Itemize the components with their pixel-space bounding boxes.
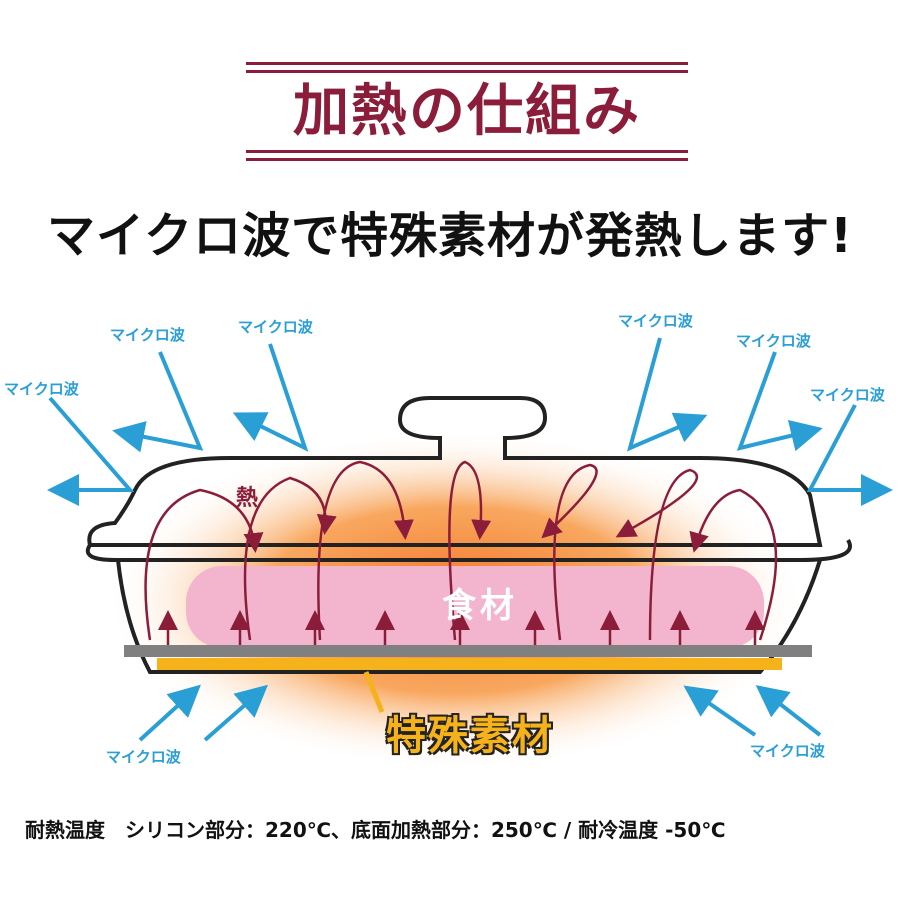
pan-body xyxy=(116,559,822,674)
pan-rim xyxy=(85,538,852,562)
temperature-note: 耐熱温度 シリコン部分：220℃、底面加熱部分：250℃ / 耐冷温度 -50℃ xyxy=(25,818,726,842)
title-rule-top-2 xyxy=(246,70,688,73)
base-plate xyxy=(124,645,812,657)
material-pointer xyxy=(363,671,385,713)
title-rule-bottom-1 xyxy=(246,150,688,153)
upward-heat-arrows xyxy=(158,610,765,645)
microwave-label: マイクロ波 xyxy=(750,742,825,760)
microwave-label: マイクロ波 xyxy=(618,312,693,330)
special-material-strip xyxy=(157,658,782,670)
headline: マイクロ波で特殊素材が発熱します! xyxy=(47,208,853,264)
microwave-label: マイクロ波 xyxy=(736,332,811,350)
microwave-label: マイクロ波 xyxy=(106,748,181,766)
heat-arrows xyxy=(144,460,778,645)
microwave-label: マイクロ波 xyxy=(810,386,885,404)
microwave-label: マイクロ波 xyxy=(238,318,313,336)
microwave-label: マイクロ波 xyxy=(4,380,79,398)
microwave-label: マイクロ波 xyxy=(110,326,185,344)
page-title: 加熱の仕組み xyxy=(293,79,641,144)
heat-label: 熱 xyxy=(236,486,259,511)
food-label: 食材 xyxy=(442,586,518,626)
title-box: 加熱の仕組み xyxy=(246,62,688,162)
title-rule-top-1 xyxy=(246,62,688,65)
special-material-label: 特殊素材 xyxy=(386,713,554,759)
title-rule-bottom-2 xyxy=(246,158,688,161)
lid xyxy=(87,396,823,547)
microwave-arrows xyxy=(47,337,893,742)
